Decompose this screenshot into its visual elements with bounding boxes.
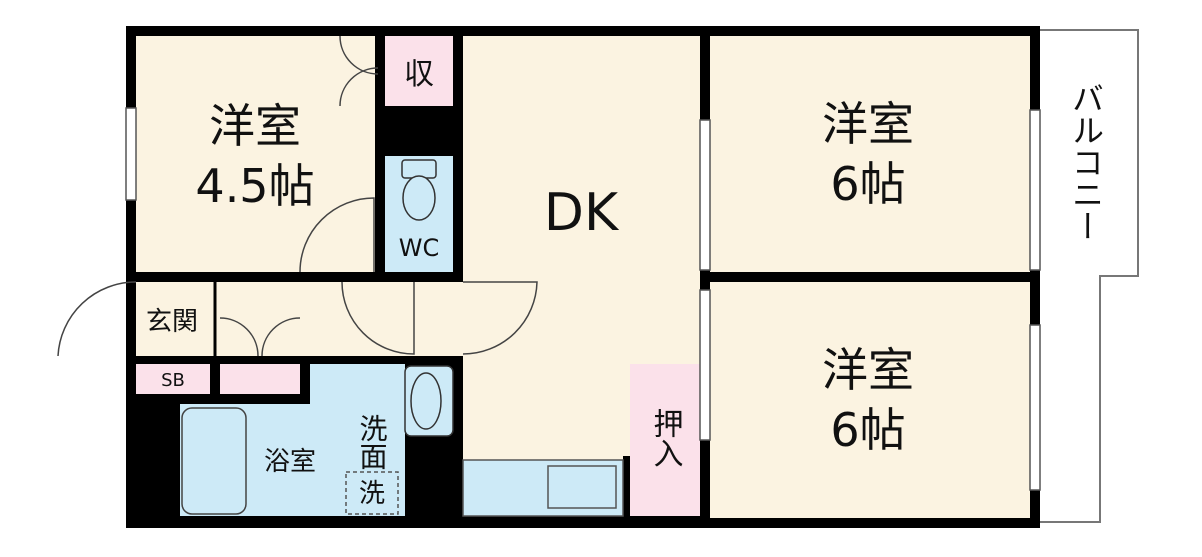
label-washer: 洗 (359, 479, 385, 509)
label-western-1-size: 4.5帖 (195, 159, 314, 213)
kitchen-sink (547, 465, 617, 509)
washer-space (345, 471, 399, 515)
room-western-1 (136, 36, 375, 272)
label-washroom: 洗面 (356, 414, 389, 470)
room-shoe-box (136, 364, 210, 394)
toilet-icon (401, 159, 437, 221)
label-shoe-box: SB (161, 370, 185, 391)
label-closet: 押入 (648, 408, 683, 468)
label-bath: 浴室 (264, 447, 316, 477)
hall-storage (220, 364, 300, 394)
room-entrance (136, 282, 210, 356)
room-western-2 (710, 36, 1030, 272)
room-closet (630, 364, 700, 516)
door-swings (57, 35, 538, 357)
label-dk: DK (544, 183, 620, 243)
label-wc: WC (399, 234, 440, 262)
label-western-1-name: 洋室 (209, 99, 301, 153)
room-storage (385, 36, 453, 106)
bathtub-icon (181, 407, 247, 515)
label-western-3-size: 6帖 (830, 403, 905, 457)
room-western-3 (710, 282, 1030, 518)
partitions (136, 36, 1030, 518)
label-storage: 収 (404, 57, 434, 92)
label-western-2-size: 6帖 (830, 157, 905, 211)
windows (125, 107, 1041, 491)
label-balcony: バルコニー (1067, 82, 1105, 242)
wash-basin-icon (404, 365, 454, 437)
label-western-2-name: 洋室 (822, 97, 914, 151)
label-western-3-name: 洋室 (822, 343, 914, 397)
label-entrance: 玄関 (146, 307, 198, 337)
